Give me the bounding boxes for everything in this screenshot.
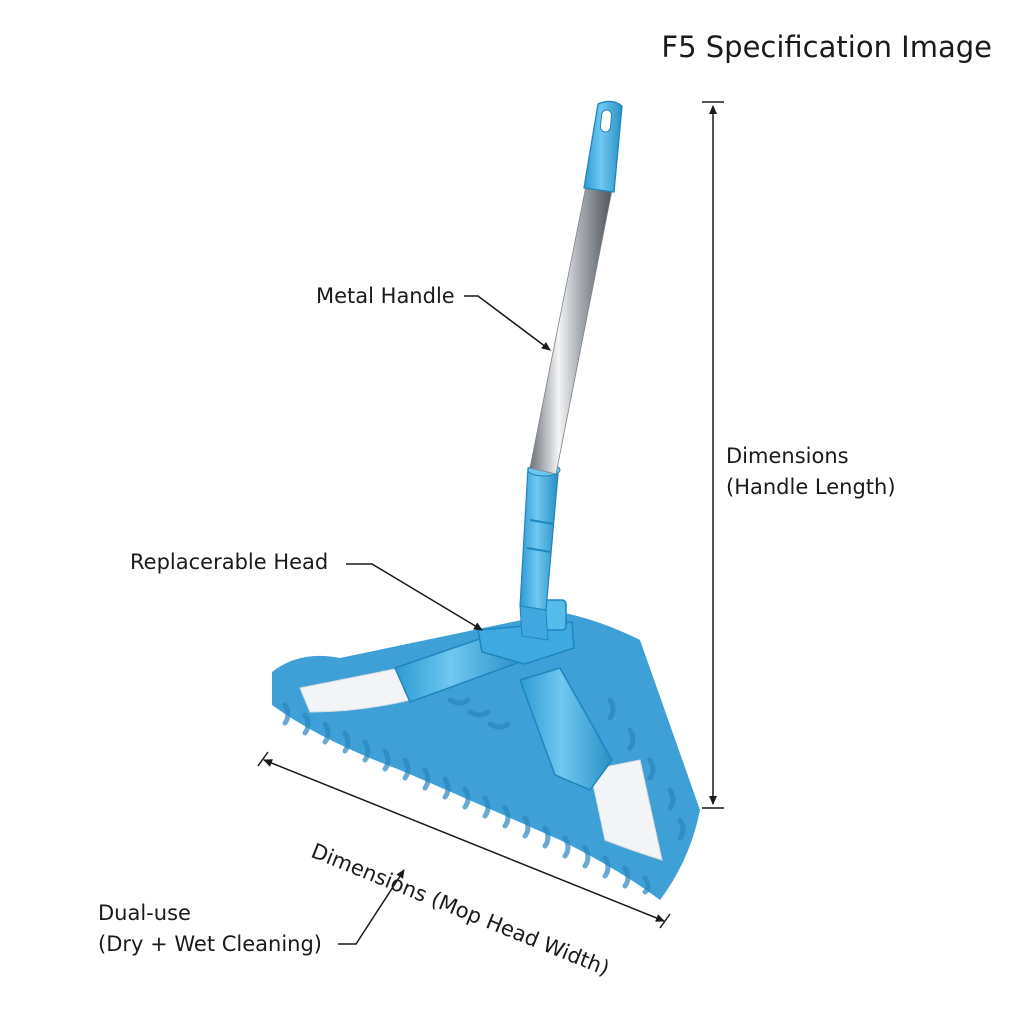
handle-length-label: Dimensions (Handle Length) bbox=[726, 441, 896, 503]
page-title: F5 Specification Image bbox=[661, 30, 992, 64]
handle-length-label-line1: Dimensions bbox=[726, 444, 849, 468]
replaceable-head-leader bbox=[346, 563, 483, 631]
replaceable-head-label: Replacerable Head bbox=[130, 550, 329, 574]
handle-grip bbox=[583, 100, 623, 193]
metal-handle-leader bbox=[464, 295, 551, 351]
hanging-hole bbox=[599, 109, 613, 133]
metal-handle-shaft bbox=[529, 185, 613, 475]
mop-width-dimension bbox=[257, 751, 671, 929]
dual-use-leader bbox=[338, 869, 405, 945]
handle-length-label-line2: (Handle Length) bbox=[726, 475, 896, 499]
dual-use-label-line1: Dual-use bbox=[98, 901, 191, 925]
dual-use-label-line2: (Dry + Wet Cleaning) bbox=[98, 932, 322, 956]
handle-length-dimension bbox=[702, 101, 724, 809]
dual-use-label: Dual-use (Dry + Wet Cleaning) bbox=[98, 898, 322, 960]
metal-handle-label: Metal Handle bbox=[316, 284, 455, 308]
